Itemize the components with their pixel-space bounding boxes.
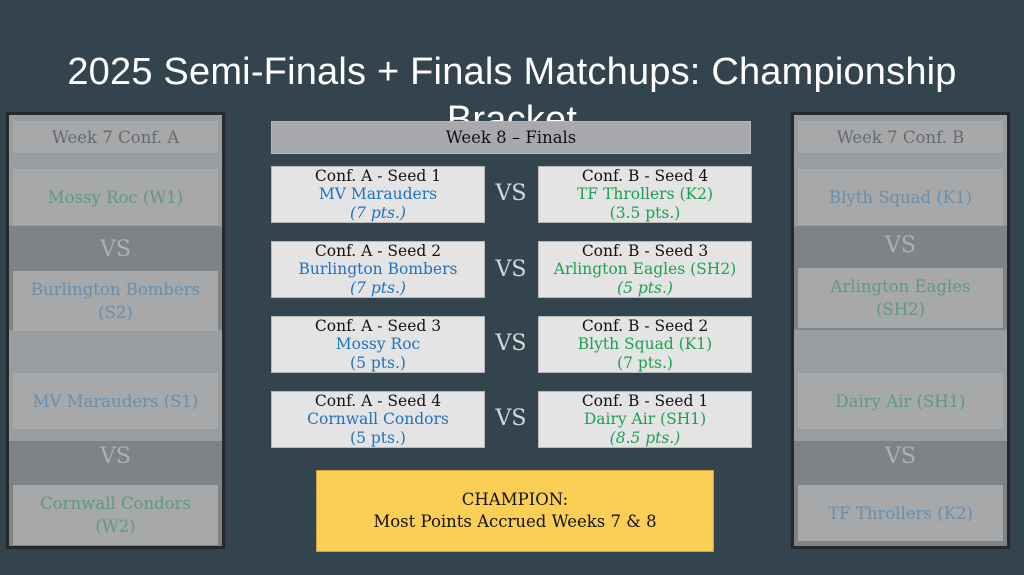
seed-label: Conf. A - Seed 4 xyxy=(314,391,442,410)
points: (3.5 pts.) xyxy=(609,203,681,222)
vs-label: VS xyxy=(100,444,131,469)
team-name: Dairy Air (SH1) xyxy=(583,410,707,429)
points: (5 pts.) xyxy=(617,278,673,297)
team-box: TF Throllers (K2) xyxy=(798,485,1003,541)
vs-label: VS xyxy=(495,331,527,356)
champion-box: CHAMPION: Most Points Accrued Weeks 7 & … xyxy=(316,470,714,552)
vs-label: VS xyxy=(885,444,916,469)
team-name: Arlington Eagles (SH2) xyxy=(553,260,737,279)
matchup-conf-a-box: Conf. A - Seed 1 MV Marauders (7 pts.) xyxy=(271,166,485,223)
champion-heading: CHAMPION: xyxy=(461,490,569,509)
matchup-conf-b-box: Conf. B - Seed 4 TF Throllers (K2) (3.5 … xyxy=(538,166,752,223)
matchup-conf-b-box: Conf. B - Seed 3 Arlington Eagles (SH2) … xyxy=(538,241,752,298)
points: (7 pts.) xyxy=(617,353,673,372)
conf-b-week7-panel: Week 7 Conf. B Blyth Squad (K1) VS Arlin… xyxy=(791,112,1010,549)
team-box: Burlington Bombers (S2) xyxy=(13,271,218,331)
vs-label: VS xyxy=(495,181,527,206)
matchup-conf-a-box: Conf. A - Seed 2 Burlington Bombers (7 p… xyxy=(271,241,485,298)
team-box: Blyth Squad (K1) xyxy=(798,169,1003,225)
team-box: Mossy Roc (W1) xyxy=(13,169,218,225)
matchup-conf-a-box: Conf. A - Seed 4 Cornwall Condors (5 pts… xyxy=(271,391,485,448)
seed-label: Conf. A - Seed 2 xyxy=(314,241,442,260)
points: (5 pts.) xyxy=(350,353,406,372)
conf-a-week7-panel: Week 7 Conf. A Mossy Roc (W1) VS Burling… xyxy=(6,112,225,549)
team-name: Blyth Squad (K1) xyxy=(577,335,713,354)
team-name: Mossy Roc xyxy=(335,335,421,354)
vs-label: VS xyxy=(495,257,527,282)
points: (7 pts.) xyxy=(350,203,406,222)
matchup-conf-b-box: Conf. B - Seed 1 Dairy Air (SH1) (8.5 pt… xyxy=(538,391,752,448)
seed-label: Conf. B - Seed 4 xyxy=(581,166,709,185)
conf-b-header: Week 7 Conf. B xyxy=(798,121,1003,153)
vs-label: VS xyxy=(885,233,916,258)
page-title: 2025 Semi-Finals + Finals Matchups: Cham… xyxy=(67,51,957,141)
points: (8.5 pts.) xyxy=(609,428,681,447)
champion-rule: Most Points Accrued Weeks 7 & 8 xyxy=(373,512,657,531)
seed-label: Conf. B - Seed 1 xyxy=(581,391,709,410)
team-name: Cornwall Condors xyxy=(307,410,449,429)
seed-label: Conf. B - Seed 3 xyxy=(581,241,709,260)
team-name: Burlington Bombers xyxy=(298,260,458,279)
matchup-conf-b-box: Conf. B - Seed 2 Blyth Squad (K1) (7 pts… xyxy=(538,316,752,373)
team-box: Dairy Air (SH1) xyxy=(798,373,1003,429)
vs-label: VS xyxy=(495,406,527,431)
finals-header: Week 8 – Finals xyxy=(271,121,751,154)
matchup-conf-a-box: Conf. A - Seed 3 Mossy Roc (5 pts.) xyxy=(271,316,485,373)
points: (5 pts.) xyxy=(350,428,406,447)
seed-label: Conf. B - Seed 2 xyxy=(581,316,709,335)
team-name: MV Marauders xyxy=(318,185,438,204)
conf-a-header: Week 7 Conf. A xyxy=(13,121,218,153)
team-name: TF Throllers (K2) xyxy=(577,185,713,204)
points: (7 pts.) xyxy=(350,278,406,297)
seed-label: Conf. A - Seed 1 xyxy=(314,166,442,185)
vs-label: VS xyxy=(100,237,131,262)
team-box: Arlington Eagles (SH2) xyxy=(798,268,1003,328)
seed-label: Conf. A - Seed 3 xyxy=(314,316,442,335)
team-box: Cornwall Condors (W2) xyxy=(13,485,218,545)
team-box: MV Marauders (S1) xyxy=(13,373,218,429)
